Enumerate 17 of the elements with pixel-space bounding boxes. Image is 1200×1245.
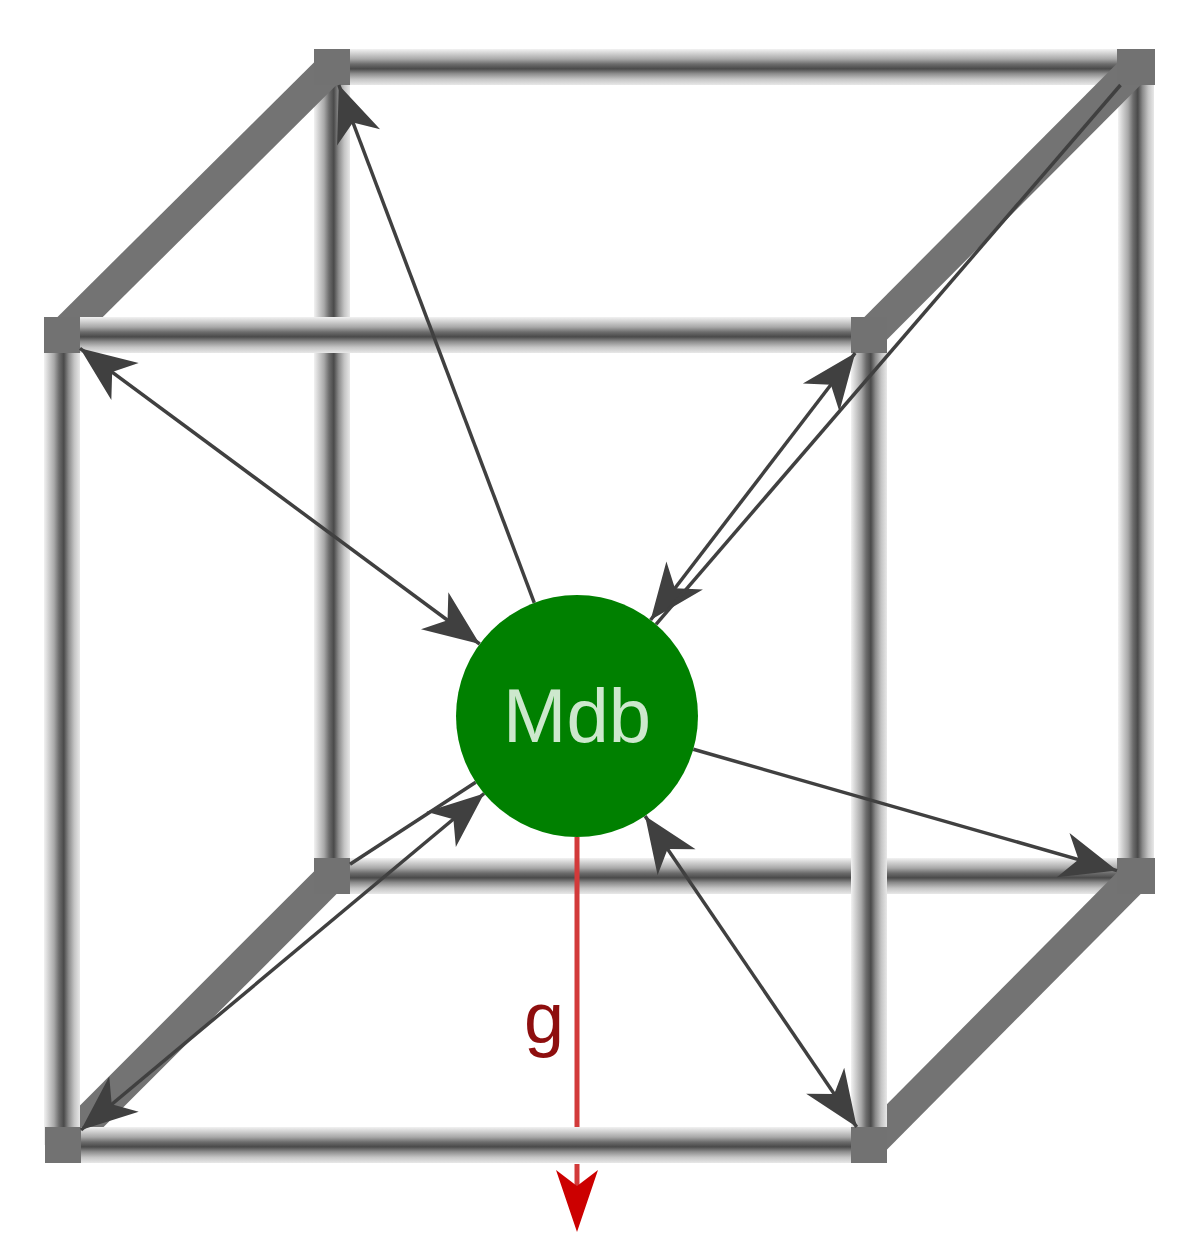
arrow	[692, 747, 1118, 878]
double-arrow	[78, 346, 481, 646]
node-label: Mdb	[503, 678, 651, 754]
corner-joint	[314, 858, 350, 894]
corner-joint	[45, 1127, 81, 1163]
double-arrow	[79, 792, 486, 1132]
arrow	[337, 84, 536, 604]
double-arrow	[649, 351, 857, 622]
corner-joint	[851, 1127, 887, 1163]
corner-joint	[1117, 858, 1155, 894]
corner-joint	[314, 49, 350, 85]
connector-line	[349, 780, 477, 866]
double-arrow	[643, 815, 859, 1128]
corner-joint	[1117, 49, 1155, 85]
connector-line	[654, 83, 1122, 626]
corner-joint	[44, 317, 80, 353]
corner-joint	[851, 317, 887, 353]
